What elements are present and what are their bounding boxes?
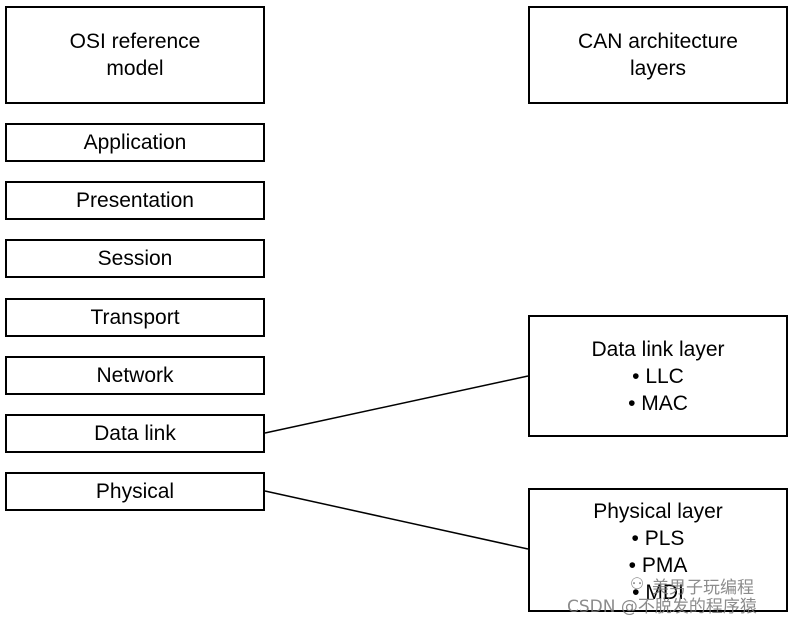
data-link-connector	[264, 375, 529, 434]
osi-layer-label: Data link	[94, 422, 176, 445]
can-data-link-box: Data link layer LLC MAC	[528, 315, 788, 437]
osi-header-box: OSI reference model	[5, 6, 265, 104]
osi-layer-data-link: Data link	[5, 414, 265, 453]
osi-layer-label: Presentation	[76, 189, 194, 212]
osi-layer-presentation: Presentation	[5, 181, 265, 220]
watermark-line2: CSDN @不脱发的程序猿	[567, 597, 757, 617]
osi-layer-label: Physical	[95, 480, 175, 503]
can-header-text: CAN architecture layers	[578, 30, 738, 80]
can-physical-title: Physical layer	[593, 500, 723, 523]
can-physical-item-pls: PLS	[632, 525, 685, 552]
osi-layer-network: Network	[5, 356, 265, 395]
osi-layer-label: Transport	[90, 306, 180, 329]
osi-layer-label: Application	[83, 131, 187, 154]
osi-layer-transport: Transport	[5, 298, 265, 337]
can-header-box: CAN architecture layers	[528, 6, 788, 104]
can-physical-list: PLS PMA MDI	[629, 525, 688, 606]
osi-layer-physical: Physical	[5, 472, 265, 511]
wechat-icon: ⚇	[629, 574, 645, 593]
osi-layer-label: Network	[96, 364, 174, 387]
physical-connector	[264, 490, 529, 550]
osi-layer-label: Session	[97, 247, 173, 270]
can-physical-box: Physical layer PLS PMA MDI	[528, 488, 788, 612]
can-physical-item-pma: PMA	[629, 552, 688, 579]
can-physical-item-mdi: MDI	[632, 579, 684, 606]
osi-header-text: OSI reference model	[69, 30, 201, 80]
can-data-link-list: LLC MAC	[628, 363, 688, 417]
can-data-link-item-llc: LLC	[632, 363, 684, 390]
can-data-link-item-mac: MAC	[628, 390, 688, 417]
can-data-link-title: Data link layer	[591, 337, 725, 361]
osi-layer-session: Session	[5, 239, 265, 278]
osi-layer-application: Application	[5, 123, 265, 162]
watermark-line1: 美男子玩编程	[652, 578, 754, 598]
